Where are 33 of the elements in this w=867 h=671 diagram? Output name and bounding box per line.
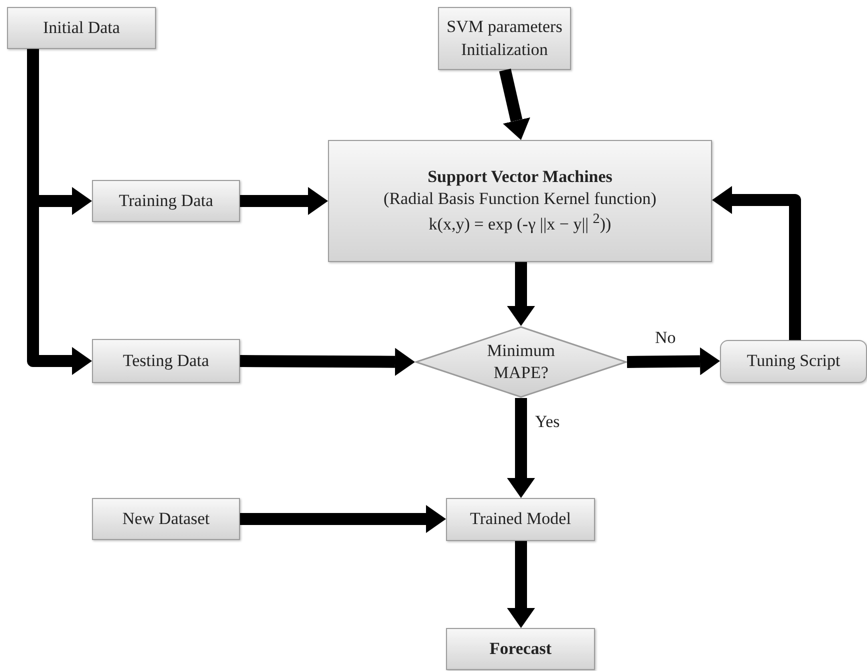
arrow [240, 348, 415, 376]
process-box [92, 180, 240, 222]
process-box [92, 498, 240, 540]
arrow [240, 505, 446, 533]
arrow [626, 347, 720, 376]
arrow [240, 187, 328, 215]
process-box [328, 140, 712, 262]
process-box [438, 7, 571, 70]
node-text: Training Data [118, 190, 214, 212]
node-text: SVM parameters Initialization [446, 16, 564, 60]
node-text: Trained Model [470, 508, 571, 530]
node-text: Support Vector Machines [428, 166, 612, 188]
node-text: Initial Data [43, 16, 120, 39]
node-text: Forecast [490, 638, 552, 660]
arrow [712, 186, 801, 340]
node-text: k(x,y) = exp (-γ ||x − y|| $^{2}$)) [428, 210, 612, 236]
process-box [720, 340, 867, 383]
arrow [507, 398, 535, 498]
node-text: New Dataset [122, 508, 210, 530]
node-text: Testing Data [122, 350, 210, 372]
decision-diamond [415, 326, 627, 398]
node-text: Tuning Script [746, 350, 840, 372]
process-box [446, 628, 595, 670]
node-text: (Radial Basis Function Kernel function) [384, 188, 656, 210]
edge-label: Yes [535, 412, 560, 432]
process-box [92, 339, 240, 383]
edge-label: No [655, 328, 676, 348]
arrow [507, 262, 535, 326]
process-box [446, 498, 595, 541]
process-box [7, 7, 156, 49]
node-text: Minimum MAPE? [486, 340, 556, 384]
arrow [499, 68, 530, 140]
arrow [507, 541, 535, 628]
